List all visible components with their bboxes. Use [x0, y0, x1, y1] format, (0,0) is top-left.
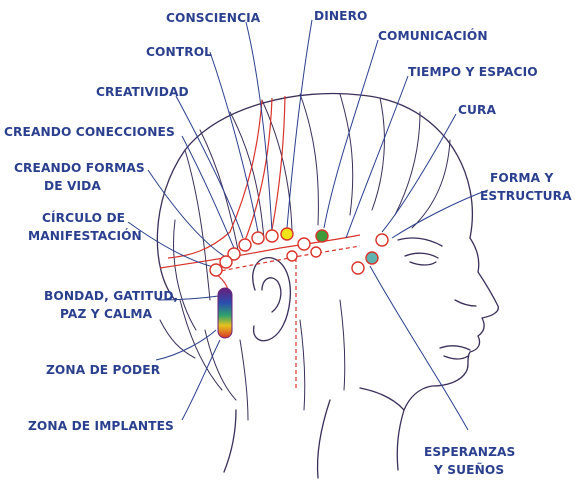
label-circulo-1: CÍRCULO DE: [42, 210, 125, 225]
head-outline: [156, 92, 499, 479]
node-comunicacion: [315, 229, 329, 243]
hair: [159, 93, 451, 421]
node-cura: [375, 233, 389, 247]
node-tiempo: [297, 237, 311, 251]
leader-lines: [127, 19, 489, 431]
node-extra-2: [310, 246, 322, 258]
label-consciencia: CONSCIENCIA: [166, 11, 261, 25]
label-creando-formas-1: CREANDO FORMAS: [14, 161, 145, 175]
label-forma-2: ESTRUCTURA: [480, 189, 572, 203]
label-creando-formas-2: DE VIDA: [44, 179, 101, 193]
node-creando-conecciones: [227, 247, 241, 261]
label-forma-1: FORMA Y: [490, 171, 553, 185]
label-circulo-2: MANIFESTACIÓN: [28, 228, 142, 243]
label-bondad-1: BONDAD, GATITUD,: [44, 289, 178, 303]
node-extra-1: [286, 250, 298, 262]
label-cura: CURA: [458, 103, 497, 117]
label-tiempo: TIEMPO Y ESPACIO: [408, 65, 538, 79]
label-dinero: DINERO: [314, 9, 368, 23]
node-creatividad: [238, 238, 252, 252]
node-esperanzas: [351, 261, 365, 275]
label-esperanzas-1: ESPERANZAS: [424, 445, 515, 459]
label-esperanzas-2: Y SUEÑOS: [433, 462, 504, 477]
label-comunicacion: COMUNICACIÓN: [378, 28, 488, 43]
label-creando-conecciones: CREANDO CONECCIONES: [4, 125, 175, 139]
node-control: [251, 231, 265, 245]
node-consciencia: [265, 229, 279, 243]
energy-lines: [159, 95, 361, 388]
label-creatividad: CREATIVIDAD: [96, 85, 189, 99]
energy-nodes: [209, 227, 389, 277]
label-zona-implantes: ZONA DE IMPLANTES: [28, 419, 174, 433]
label-zona-poder: ZONA DE PODER: [46, 363, 161, 377]
node-circulo: [209, 263, 223, 277]
label-bondad-2: PAZ Y CALMA: [60, 307, 153, 321]
power-zone-bar: [217, 287, 233, 339]
node-forma: [365, 251, 379, 265]
labels: CONSCIENCIA DINERO CONTROL COMUNICACIÓN …: [4, 9, 572, 477]
label-control: CONTROL: [146, 45, 212, 59]
node-dinero: [280, 227, 294, 241]
node-creando-formas: [219, 255, 233, 269]
